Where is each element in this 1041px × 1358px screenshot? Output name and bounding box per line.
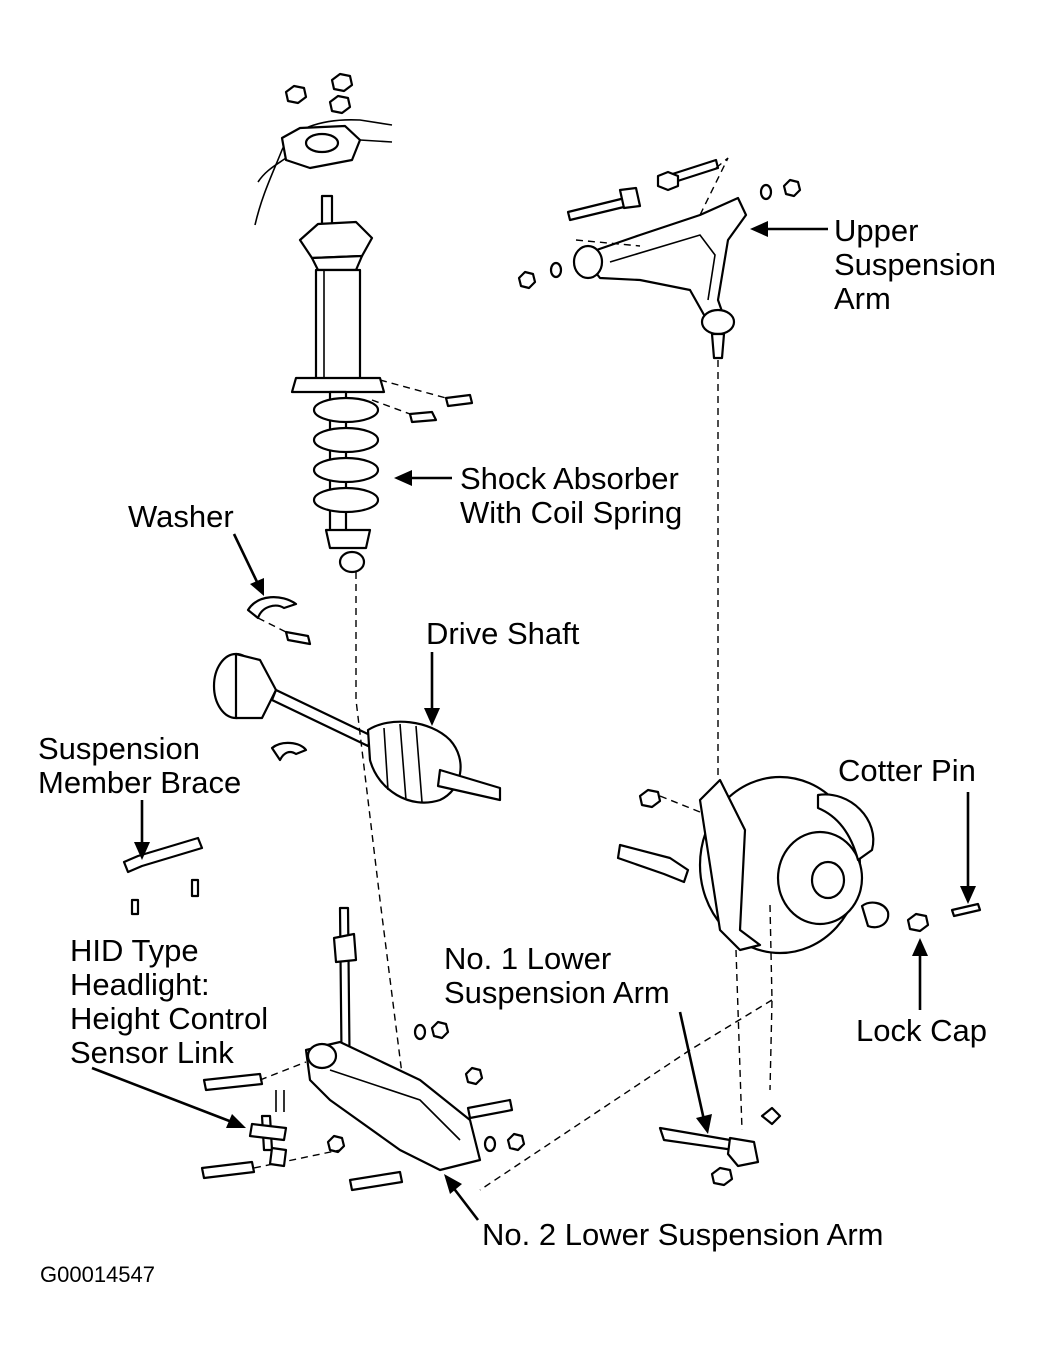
top-mount-nuts: [284, 72, 354, 115]
label-washer: Washer: [128, 499, 234, 534]
label-line: Suspension: [38, 731, 201, 766]
label-line: With Coil Spring: [460, 495, 683, 530]
label-line: Shock Absorber: [460, 461, 679, 496]
upper-suspension-arm: [517, 157, 802, 780]
label-line: Sensor Link: [70, 1035, 234, 1070]
label-line: Suspension: [834, 247, 997, 282]
leader-lines: [91, 221, 976, 1221]
suspension-member-brace: [122, 836, 204, 916]
label-line: HID Type: [70, 933, 199, 968]
label-drive-shaft: Drive Shaft: [426, 616, 580, 651]
label-line: Upper: [834, 213, 919, 248]
shock-bolts: [371, 379, 474, 424]
label-shock-absorber: Shock Absorber With Coil Spring: [460, 462, 682, 530]
no2-lower-arm: [200, 906, 526, 1192]
label-line: Member Brace: [38, 765, 242, 800]
body-mount: [254, 119, 393, 226]
steering-knuckle: [616, 775, 982, 1131]
drive-shaft: [212, 652, 502, 804]
label-upper-suspension-arm: Upper Suspension Arm: [834, 214, 996, 316]
label-no2-lower-arm: No. 2 Lower Suspension Arm: [482, 1217, 884, 1252]
height-control-sensor-link: [248, 1090, 288, 1168]
label-line: Arm: [834, 281, 891, 316]
shock-absorber: [290, 194, 386, 574]
no1-lower-arm: [479, 999, 782, 1191]
label-line: No. 1 Lower: [444, 941, 612, 976]
label-cotter-pin: Cotter Pin: [838, 753, 976, 788]
figure-code: G00014547: [40, 1262, 155, 1287]
label-line: Suspension Arm: [444, 975, 670, 1010]
label-line: Headlight:: [70, 967, 210, 1002]
label-hid-sensor-link: HID Type Headlight: Height Control Senso…: [70, 934, 268, 1070]
label-line: Height Control: [70, 1001, 269, 1036]
label-suspension-member-brace: Suspension Member Brace: [38, 732, 241, 800]
label-no1-lower-arm: No. 1 Lower Suspension Arm: [444, 942, 670, 1010]
washer: [246, 596, 312, 646]
label-lock-cap: Lock Cap: [856, 1013, 987, 1048]
